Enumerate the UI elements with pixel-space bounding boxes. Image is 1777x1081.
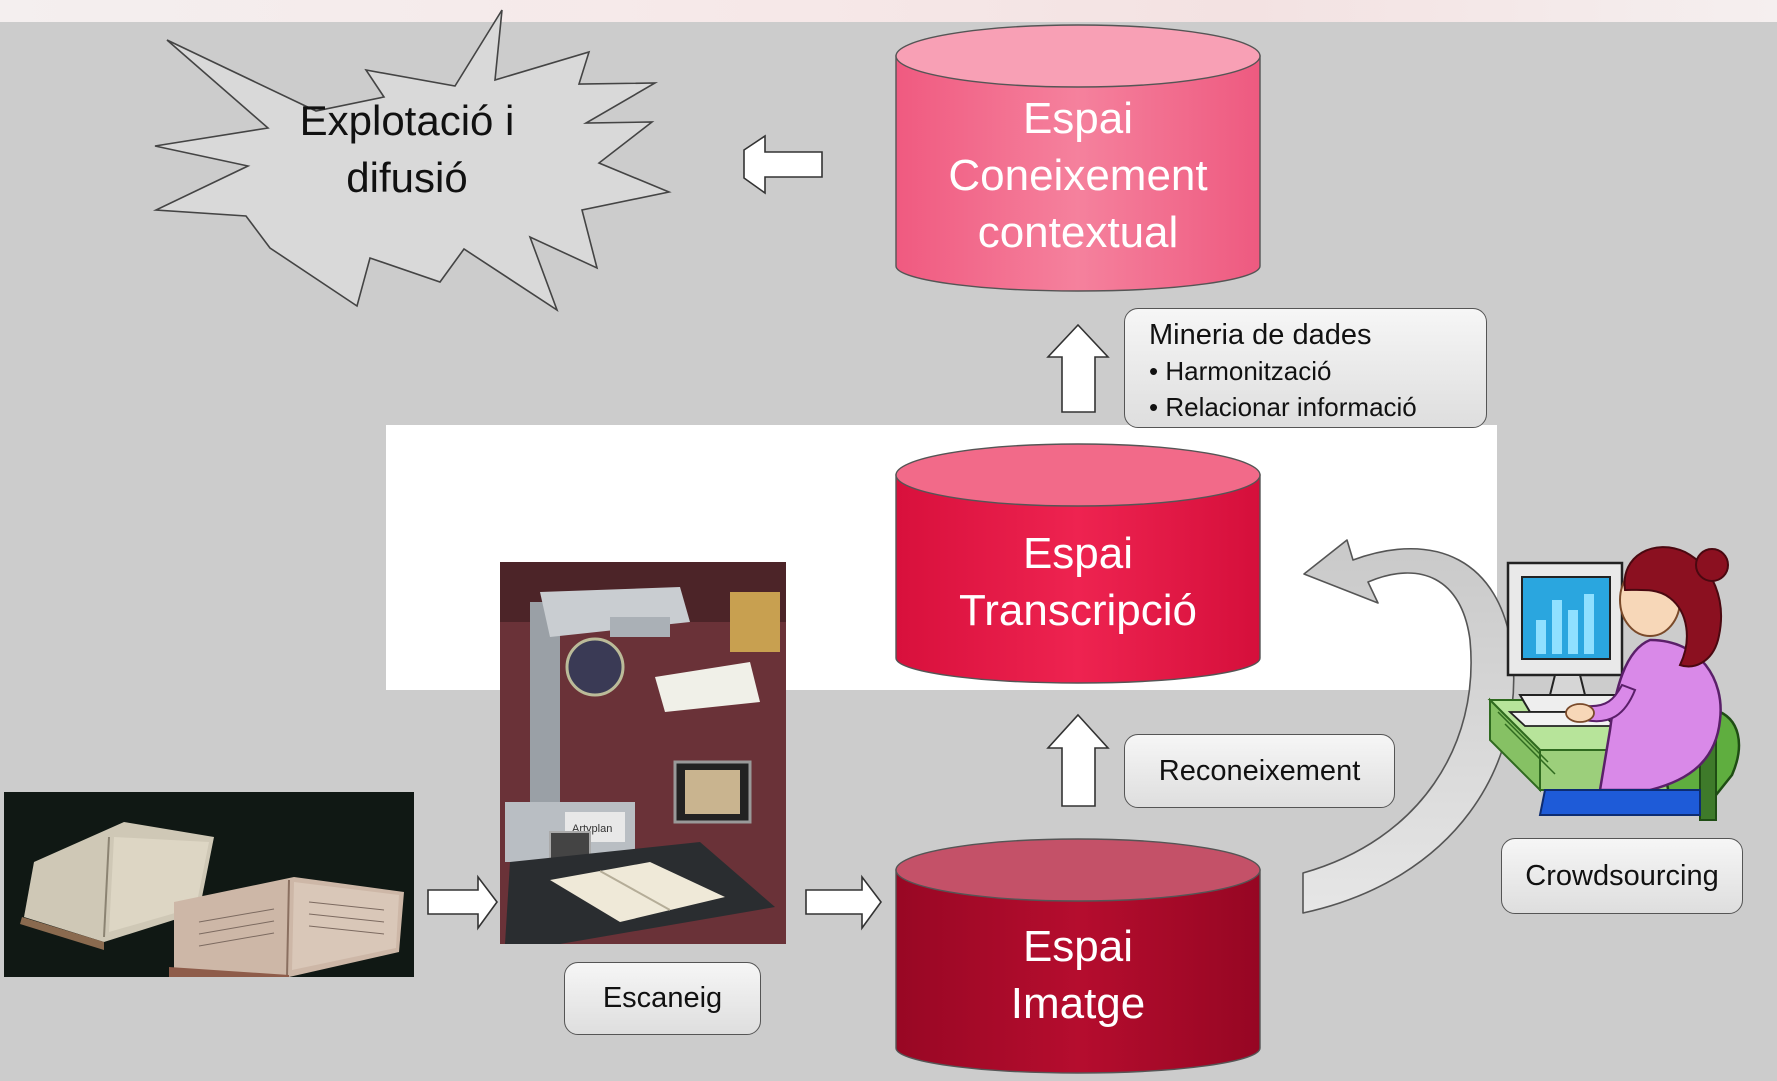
left-arrow-icon [743, 134, 823, 195]
image-line-2: Imatge [1010, 979, 1146, 1028]
recognition-label: Reconeixement [1158, 754, 1361, 787]
context-line-3: contextual [977, 208, 1179, 257]
books-illustration [4, 792, 414, 977]
burst-line-2: difusió [346, 154, 468, 201]
scanner-illustration: Artyplan [500, 562, 786, 944]
up-arrow-icon [1046, 323, 1110, 413]
bullet-text: Harmonització [1165, 356, 1332, 386]
right-arrow-icon [805, 874, 882, 931]
transcription-cylinder-label: Espai Transcripció [896, 525, 1260, 639]
recognition-box: Reconeixement [1124, 734, 1395, 808]
data-mining-bullet-1: • Harmonització [1149, 353, 1486, 389]
transcription-line-2: Transcripció [959, 586, 1197, 635]
image-cylinder-label: Espai Imatge [896, 918, 1260, 1032]
crowdsourcing-box: Crowdsourcing [1501, 838, 1743, 914]
cylinder-image [895, 838, 1261, 1074]
bullet-text: Relacionar informació [1165, 392, 1417, 422]
manuscript-books-photo [4, 792, 414, 977]
cylinder-transcription [895, 443, 1261, 684]
context-line-2: Coneixement [948, 151, 1208, 200]
data-mining-bullet-2: • Relacionar informació [1149, 389, 1486, 425]
burst-title: Explotació i difusió [262, 92, 552, 206]
crowdsourcing-label: Crowdsourcing [1525, 859, 1719, 892]
data-mining-title: Mineria de dades [1149, 319, 1372, 351]
data-mining-box: Mineria de dades • Harmonització • Relac… [1124, 308, 1487, 428]
scanning-label: Escaneig [602, 982, 723, 1014]
cylinder-context [895, 24, 1261, 292]
bullet-mark: • [1149, 356, 1166, 386]
burst-line-1: Explotació i [299, 97, 515, 144]
curved-arrow-icon [1302, 539, 1515, 914]
person-at-computer-icon [1487, 546, 1741, 821]
scanning-box: Escaneig [564, 962, 761, 1035]
image-line-1: Espai [1022, 922, 1134, 971]
artyplan-scanner-photo: Artyplan [500, 562, 786, 944]
top-strip [0, 0, 1777, 22]
up-arrow-icon [1046, 713, 1110, 807]
right-arrow-icon [427, 874, 498, 931]
context-line-1: Espai [1022, 94, 1134, 143]
context-cylinder-label: Espai Coneixement contextual [896, 90, 1260, 261]
bullet-mark: • [1149, 392, 1166, 422]
burst-shape [152, 9, 672, 313]
transcription-line-1: Espai [1022, 529, 1134, 578]
